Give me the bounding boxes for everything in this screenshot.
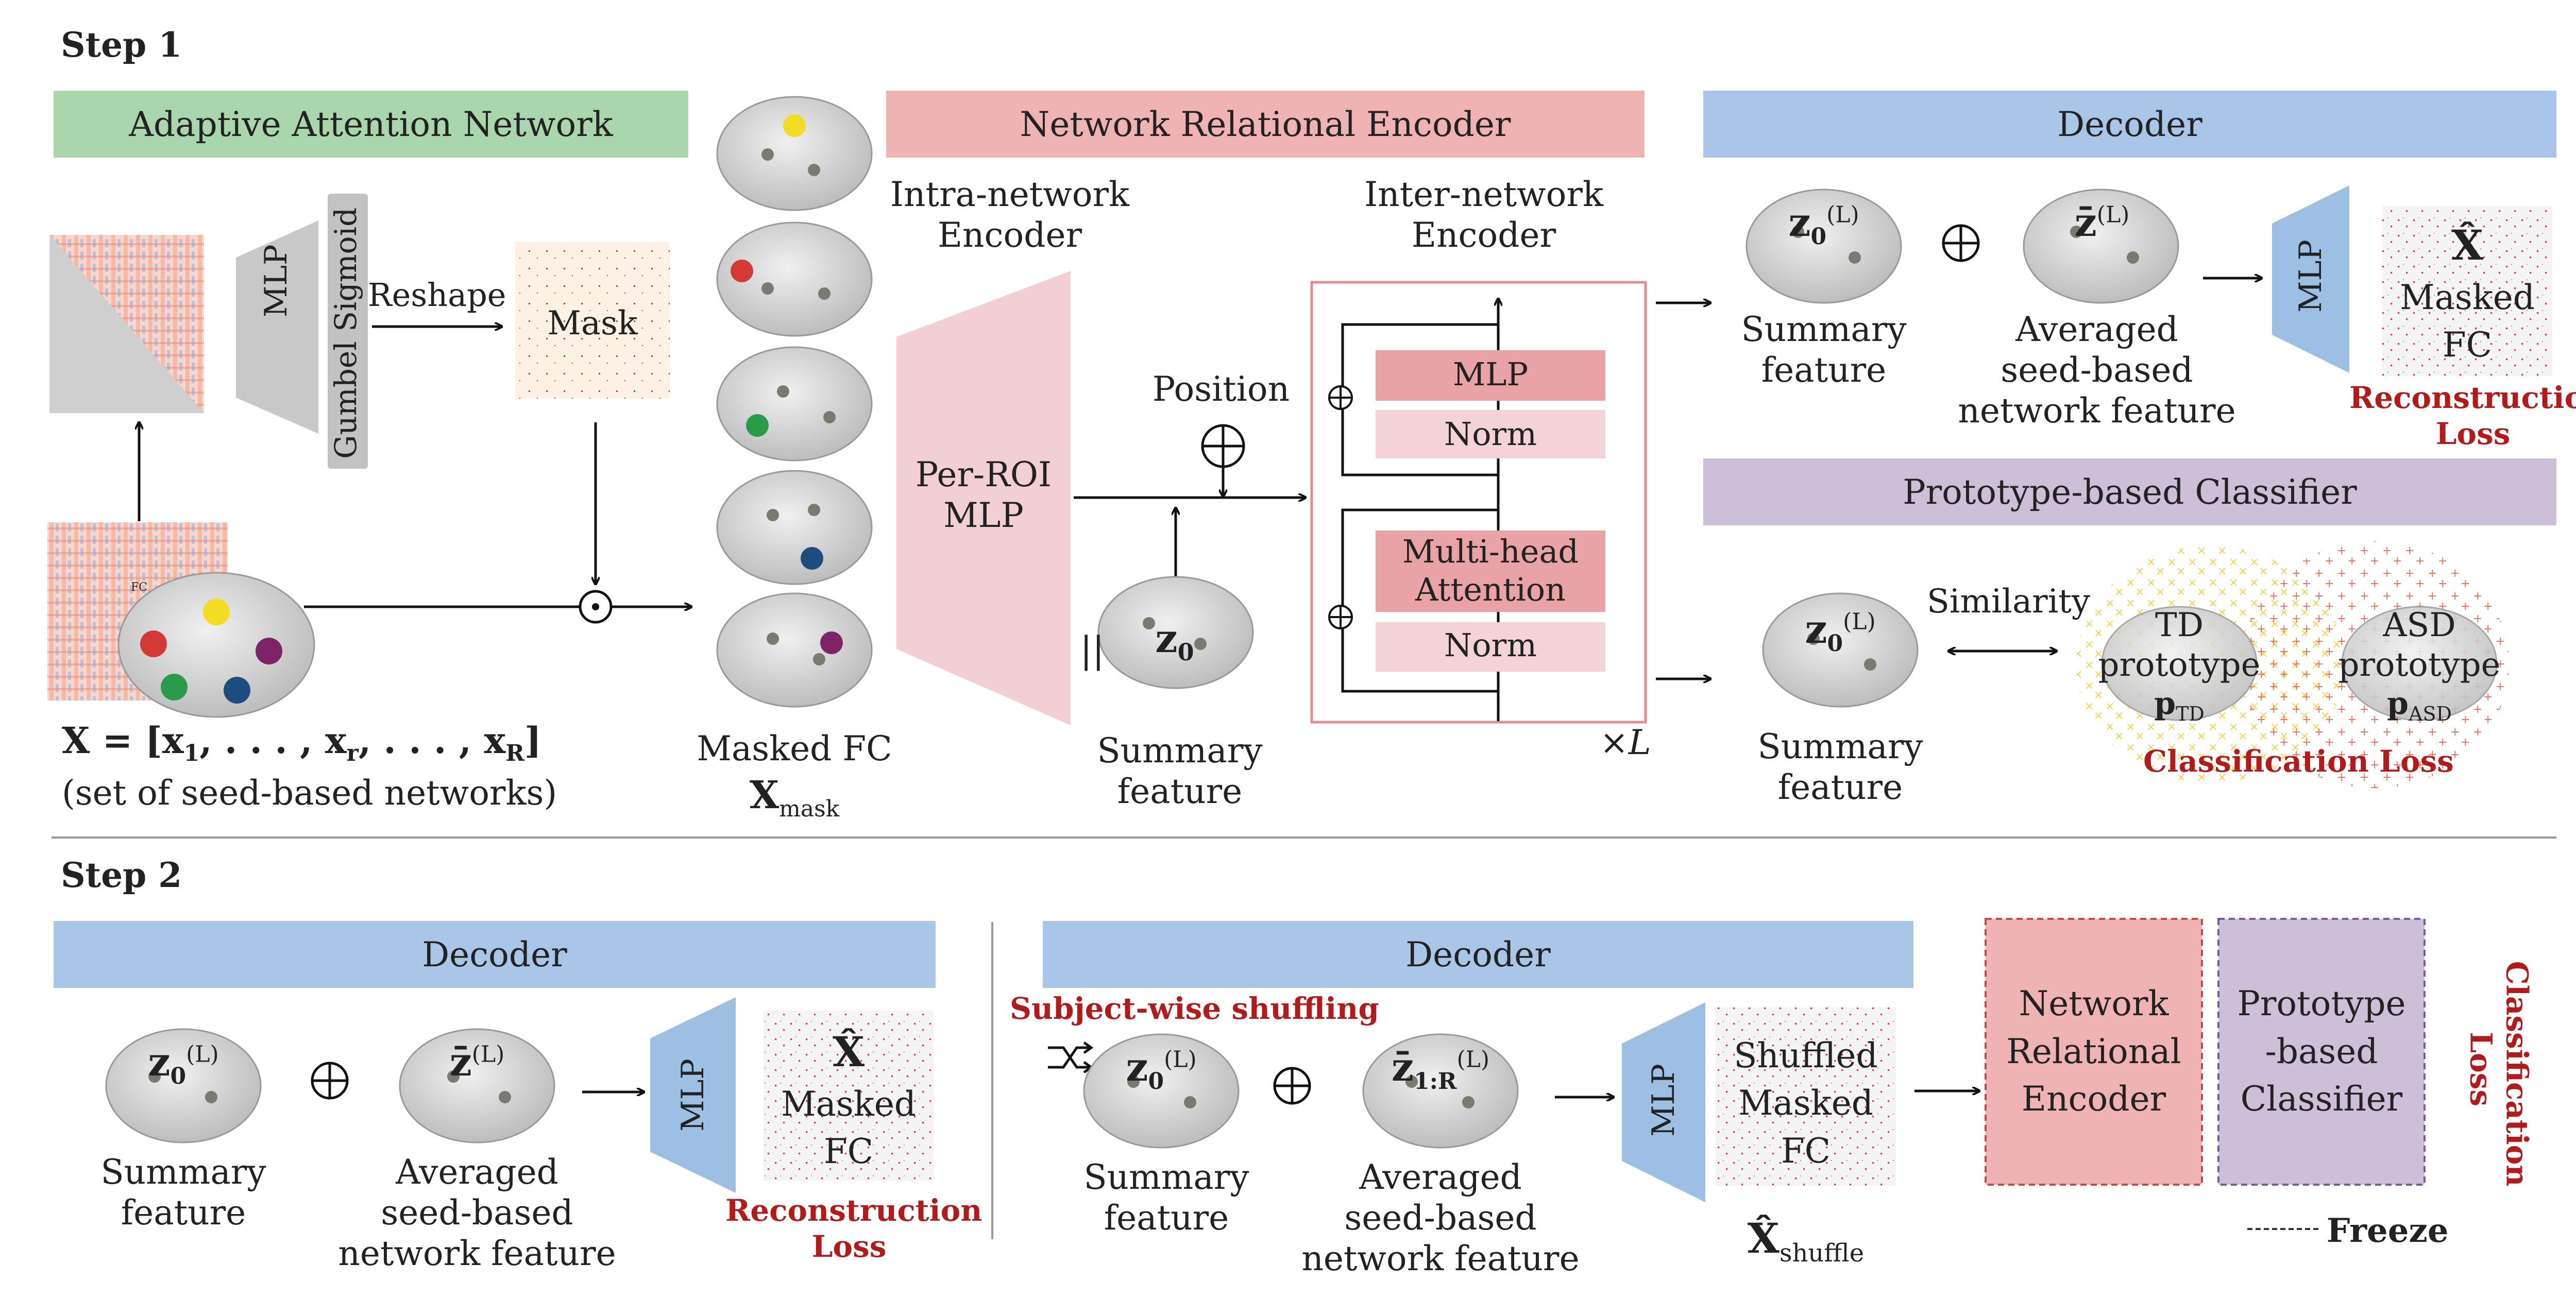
tf-norm-label-1: Norm [1444,415,1537,453]
z0L-symbol-cls: z0(L) [1805,606,1876,657]
decoder-header-step2-right: Decoder [1043,921,1913,988]
dec-mlp-label-s2-right: MLP [1646,1064,1682,1137]
decoder-header-step1: Decoder [1703,91,2556,158]
times-l-label: ×L [1600,723,1651,762]
step2-label: Step 2 [61,855,182,895]
z1R-symbol: z̄1:R(L) [1391,1044,1490,1095]
fc-small-label: FC [130,581,148,594]
nre-header: Network Relational Encoder [886,91,1645,158]
aan-header: Adaptive Attention Network [54,91,688,158]
dec-mlp-label-step1: MLP [2293,240,2329,313]
concat-symbol: || [1080,629,1105,671]
z0L-symbol-s2-right: z0(L) [1126,1044,1197,1095]
zbarL-symbol-dec: z̄(L) [2074,199,2130,245]
masked-fc-label: Masked FC [697,729,892,768]
subject-shuffle-label: Subject-wise shuffling [1010,991,1379,1026]
similarity-label: Similarity [1927,583,2091,621]
gumbel-sigmoid-label: Gumbel Sigmoid [328,207,364,459]
dec-mlp-label-s2-left: MLP [675,1058,711,1132]
x-shuffle-symbol: X̂shuffle [1747,1214,1865,1268]
decoder-header-step2-left: Decoder [54,921,936,988]
x-equation: X = [x1, . . . , xr, . . . , xR] [62,719,541,766]
zbarL-symbol-s2-left: z̄(L) [449,1039,505,1085]
x-caption: (set of seed-based networks) [62,773,557,813]
classification-loss-label-step1: Classification Loss [2143,744,2454,779]
classifier-header: Prototype-based Classifier [1703,458,2556,525]
tf-norm-label-2: Norm [1444,626,1537,664]
position-label: Position [1152,369,1290,409]
mask-label: Mask [547,304,638,343]
step1-label: Step 1 [61,25,182,65]
x-mask-symbol: Xmask [749,773,840,822]
tf-mlp-label: MLP [1452,355,1529,393]
z0-symbol: z0 [1155,616,1194,667]
freeze-legend-label: Freeze [2327,1211,2449,1250]
aan-mlp-label: MLP [258,244,294,317]
z0L-symbol-s2-left: z0(L) [148,1039,219,1090]
z0L-symbol-dec: z0(L) [1788,199,1859,250]
reshape-label: Reshape [368,276,506,314]
